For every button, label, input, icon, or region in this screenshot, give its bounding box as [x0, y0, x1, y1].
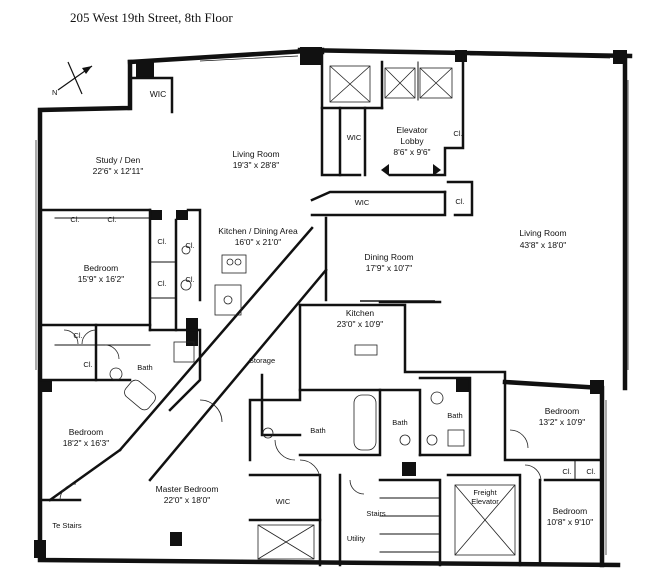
label-utility: Utility — [347, 534, 366, 543]
label-cl-1: Cl. — [453, 129, 462, 138]
room-bedroom-3-name: Bedroom — [545, 406, 580, 416]
label-freight-1: Freight — [473, 488, 497, 497]
room-bedroom-2-name: Bedroom — [69, 427, 104, 437]
room-bedroom-4-dims: 10'8" x 9'10" — [547, 517, 594, 527]
room-elevator-lobby-name-2: Lobby — [400, 136, 424, 146]
room-living-right-dims: 43'8" x 18'0" — [520, 240, 567, 250]
label-bath-1: Bath — [137, 363, 152, 372]
label-cl-10: Cl. — [83, 360, 92, 369]
room-master-name: Master Bedroom — [156, 484, 219, 494]
label-wic-lobby: WIC — [347, 133, 362, 142]
room-kitchen-dining-dims: 16'0" x 21'0" — [235, 237, 282, 247]
room-study-name: Study / Den — [96, 155, 141, 165]
label-storage: Storage — [249, 356, 275, 365]
label-wic-master: WIC — [276, 497, 291, 506]
room-master-dims: 22'0" x 18'0" — [164, 495, 211, 505]
room-bedroom-2-dims: 18'2" x 16'3" — [63, 438, 110, 448]
small-labels: WIC WIC WIC Cl. Cl. Cl. Cl. Cl. Cl. Cl. … — [52, 129, 595, 543]
room-study-dims: 22'6" x 12'11" — [93, 166, 144, 176]
room-bedroom-1-dims: 15'9" x 16'2" — [78, 274, 125, 284]
room-dining-name: Dining Room — [364, 252, 413, 262]
label-cl-3: Cl. — [70, 215, 79, 224]
interior-walls — [38, 50, 604, 567]
room-bedroom-3-dims: 13'2" x 10'9" — [539, 417, 586, 427]
label-bath-3: Bath — [392, 418, 407, 427]
room-living-left-dims: 19'3" x 28'8" — [233, 160, 280, 170]
room-dining-dims: 17'9" x 10'7" — [366, 263, 413, 273]
label-cl-5: Cl. — [157, 237, 166, 246]
label-bath-4: Bath — [447, 411, 462, 420]
door-swings — [59, 329, 542, 501]
label-cl-11: Cl. — [562, 467, 571, 476]
label-cl-8: Cl. — [185, 275, 194, 284]
label-cl-7: Cl. — [185, 241, 194, 250]
label-bath-2: Bath — [310, 426, 325, 435]
windows — [35, 51, 629, 555]
label-wic-hall: WIC — [355, 198, 370, 207]
label-cl-6: Cl. — [157, 279, 166, 288]
room-elevator-lobby-dims: 8'6" x 9'6" — [393, 147, 430, 157]
label-stairs: Stairs — [366, 509, 385, 518]
plan-title: 205 West 19th Street, 8th Floor — [70, 10, 233, 25]
room-living-right-name: Living Room — [519, 228, 566, 238]
fixtures — [109, 65, 516, 560]
room-bedroom-4-name: Bedroom — [553, 506, 588, 516]
room-kitchen-dining-name: Kitchen / Dining Area — [218, 226, 298, 236]
room-elevator-lobby-name-1: Elevator — [396, 125, 427, 135]
label-cl-12: Cl. — [586, 467, 595, 476]
label-cl-2: Cl. — [455, 197, 464, 206]
label-cl-9: Cl. — [73, 331, 82, 340]
label-freight-2: Elevator — [471, 497, 499, 506]
room-wic-top: WIC — [150, 89, 167, 99]
north-arrow-icon: N — [52, 61, 93, 97]
room-kitchen-name: Kitchen — [346, 308, 375, 318]
label-te-stairs: Te Stairs — [52, 521, 81, 530]
label-cl-4: Cl. — [107, 215, 116, 224]
room-labels: WIC Study / Den 22'6" x 12'11" Living Ro… — [63, 89, 594, 527]
room-kitchen-dims: 23'0" x 10'9" — [337, 319, 384, 329]
room-bedroom-1-name: Bedroom — [84, 263, 119, 273]
north-label: N — [52, 88, 57, 97]
room-living-left-name: Living Room — [232, 149, 279, 159]
